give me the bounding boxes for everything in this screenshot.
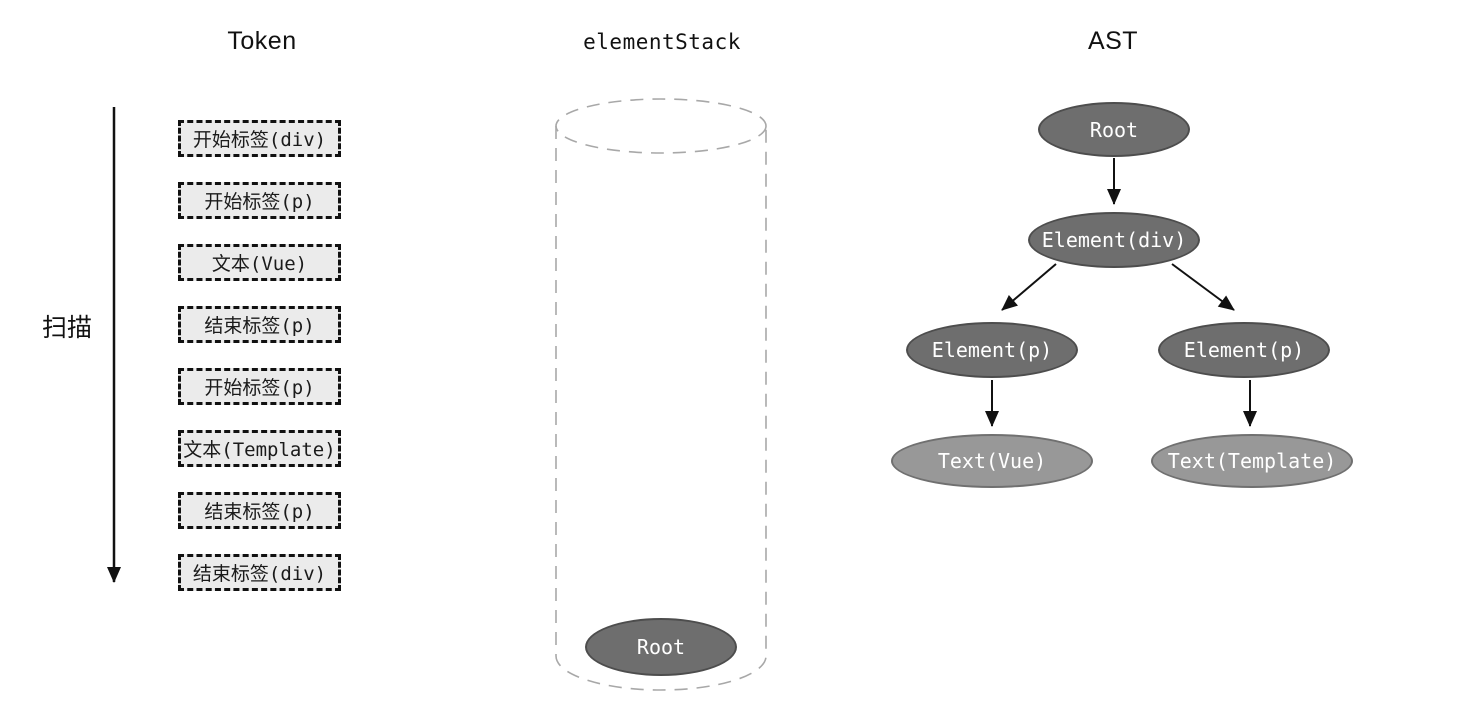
ast-node-element-div: Element(div)	[1028, 212, 1200, 268]
ast-column-title: AST	[1087, 27, 1139, 55]
token-start-tag-p: 开始标签(p)	[178, 182, 341, 219]
element-stack-column-title: elementStack	[583, 30, 741, 54]
token-end-tag-p: 结束标签(p)	[178, 306, 341, 343]
scan-label: 扫描	[42, 313, 93, 342]
ast-node-text-vue: Text(Vue)	[891, 434, 1093, 488]
ast-node-root: Root	[1038, 102, 1190, 157]
token-end-tag-p-2: 结束标签(p)	[178, 492, 341, 529]
token-text-template: 文本(Template)	[178, 430, 341, 467]
ast-node-element-p-left: Element(p)	[906, 322, 1078, 378]
token-column-title: Token	[227, 27, 297, 55]
ast-node-text-template: Text(Template)	[1151, 434, 1353, 488]
token-start-tag-p-2: 开始标签(p)	[178, 368, 341, 405]
stack-node-root: Root	[585, 618, 737, 676]
ast-edges	[985, 158, 1257, 427]
element-stack-cylinder	[555, 98, 767, 691]
token-end-tag-div: 结束标签(div)	[178, 554, 341, 591]
ast-node-element-p-right: Element(p)	[1158, 322, 1330, 378]
token-start-tag-div: 开始标签(div)	[178, 120, 341, 157]
token-text-vue: 文本(Vue)	[178, 244, 341, 281]
